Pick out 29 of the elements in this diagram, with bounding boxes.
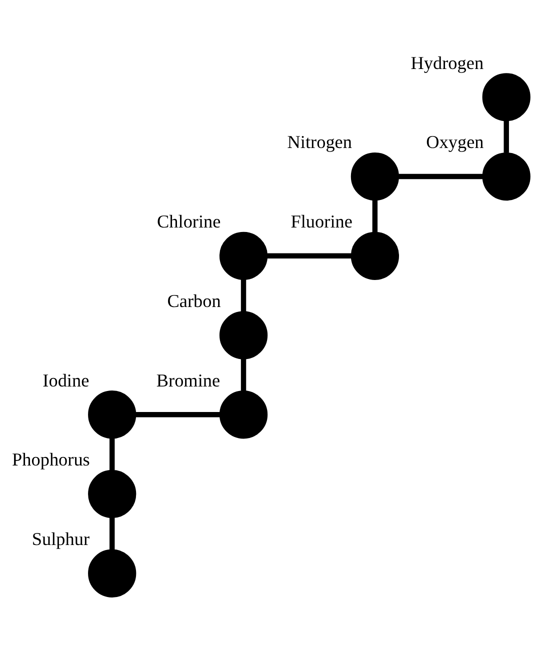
node-circle bbox=[350, 152, 400, 201]
node-label: Carbon bbox=[167, 290, 221, 311]
connector bbox=[398, 174, 483, 180]
connector bbox=[240, 279, 246, 312]
node-circle bbox=[88, 390, 136, 439]
node-label: Sulphur bbox=[32, 529, 90, 550]
node-label: Phophorus bbox=[12, 450, 90, 470]
node-label: Oxygen bbox=[426, 132, 484, 152]
node-label: Fluorine bbox=[290, 212, 352, 232]
node-label: Iodine bbox=[42, 370, 90, 390]
connector bbox=[504, 120, 509, 153]
connector bbox=[240, 358, 246, 391]
node-label: Chlorine bbox=[157, 212, 221, 232]
node-circle bbox=[219, 390, 268, 439]
connector bbox=[136, 412, 220, 418]
node-label: Bromine bbox=[156, 370, 220, 390]
connector bbox=[110, 438, 115, 470]
node-circle bbox=[219, 232, 268, 280]
connector bbox=[267, 253, 352, 258]
node-circle bbox=[482, 152, 530, 201]
connector bbox=[110, 518, 115, 550]
node-circle bbox=[219, 311, 268, 360]
node-circle bbox=[88, 549, 136, 598]
node-circle bbox=[482, 73, 530, 122]
connector bbox=[372, 200, 378, 232]
node-label: Hydrogen bbox=[410, 52, 484, 73]
node-label: Nitrogen bbox=[287, 132, 352, 152]
node-circle bbox=[88, 470, 136, 518]
node-circle bbox=[350, 232, 400, 280]
